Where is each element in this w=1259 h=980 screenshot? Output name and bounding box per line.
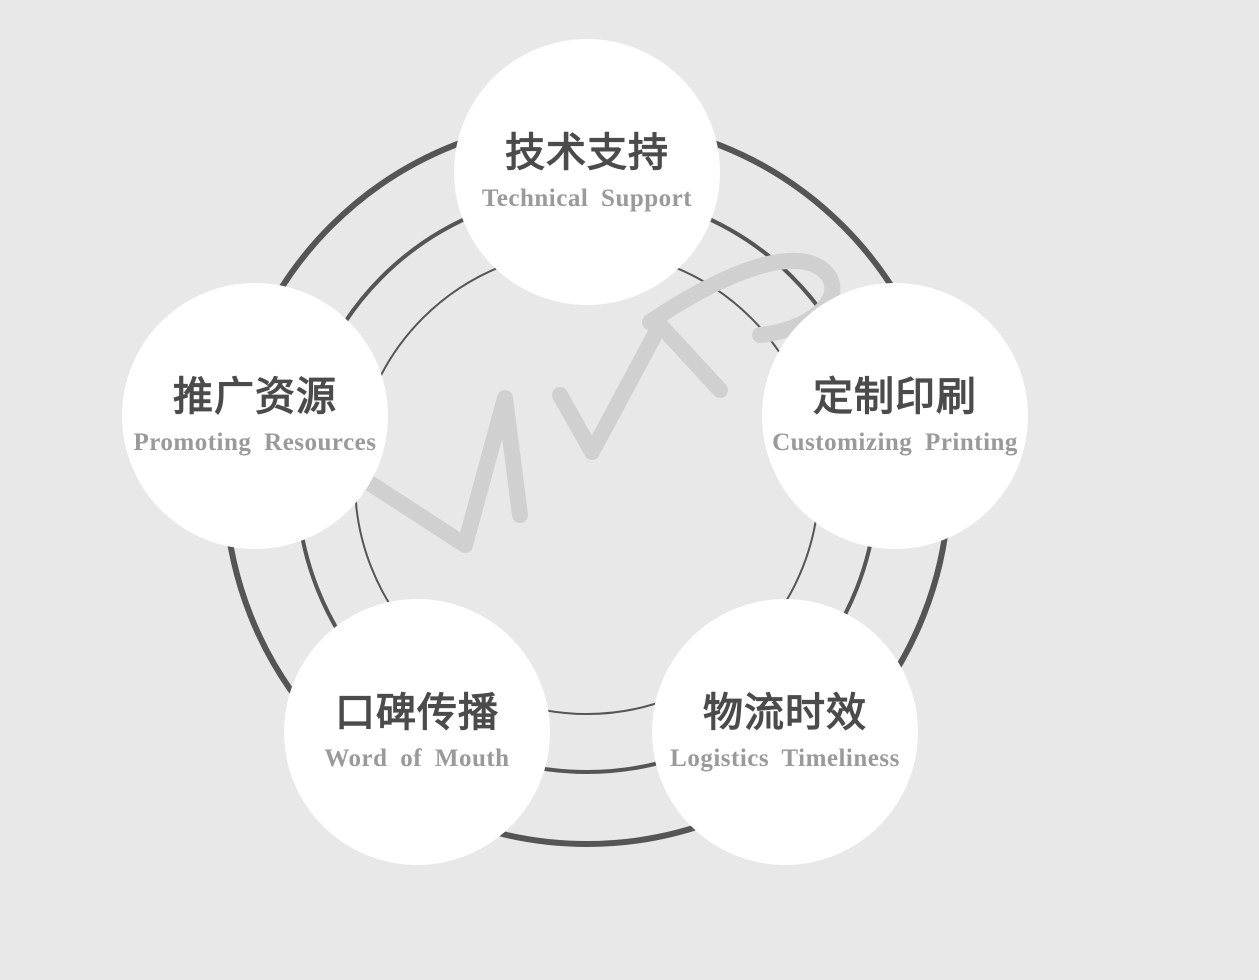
node-technical-support: 技术支持 Technical Support bbox=[454, 39, 720, 305]
node-title-cn: 物流时效 bbox=[703, 689, 867, 736]
node-word-of-mouth: 口碑传播 Word of Mouth bbox=[284, 599, 550, 865]
node-promoting-resources: 推广资源 Promoting Resources bbox=[122, 283, 388, 549]
node-subtitle-en: Promoting Resources bbox=[133, 429, 377, 456]
node-logistics-timeliness: 物流时效 Logistics Timeliness bbox=[652, 599, 918, 865]
node-title-cn: 定制印刷 bbox=[813, 373, 977, 420]
node-subtitle-en: Logistics Timeliness bbox=[670, 745, 900, 772]
node-subtitle-en: Word of Mouth bbox=[324, 745, 510, 772]
node-title-cn: 口碑传播 bbox=[335, 689, 499, 736]
node-subtitle-en: Technical Support bbox=[481, 185, 693, 212]
node-title-cn: 推广资源 bbox=[173, 373, 337, 420]
node-subtitle-en: Customizing Printing bbox=[772, 429, 1018, 456]
node-customizing-printing: 定制印刷 Customizing Printing bbox=[762, 283, 1028, 549]
node-title-cn: 技术支持 bbox=[505, 129, 669, 176]
